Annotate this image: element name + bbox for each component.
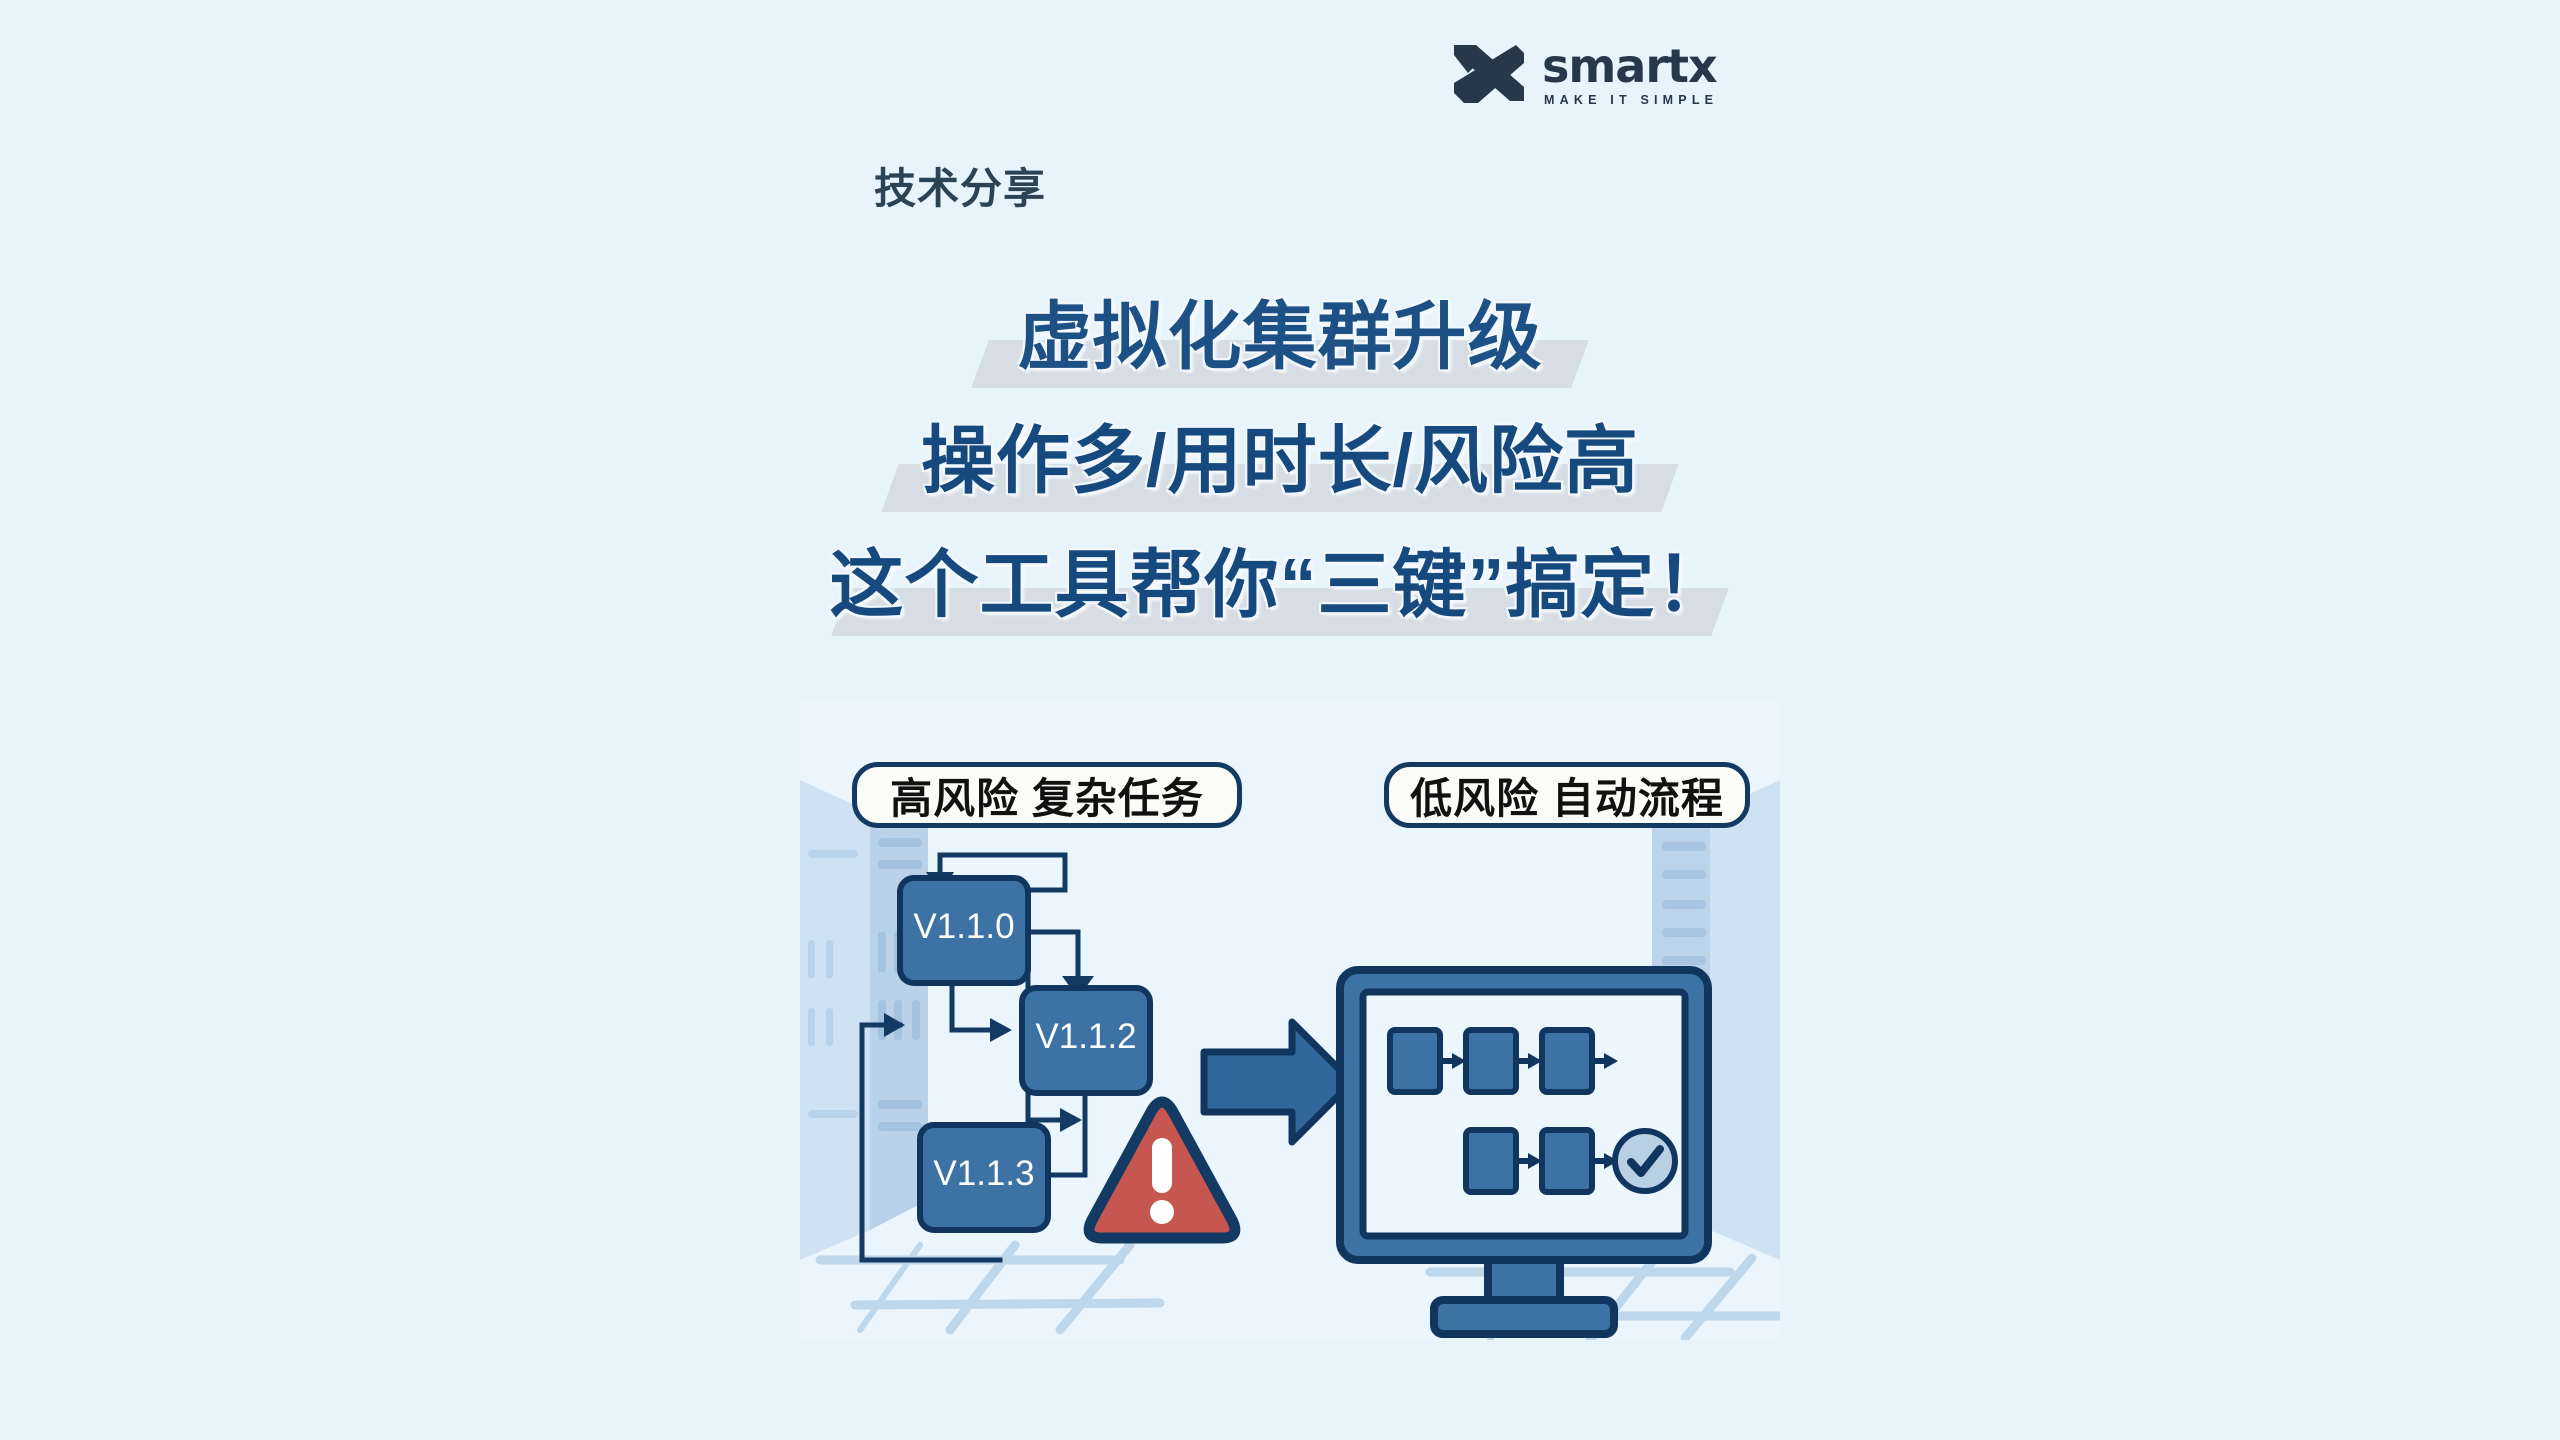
smartx-x-mark-icon bbox=[1452, 43, 1526, 110]
pipeline-row-bottom bbox=[1463, 1127, 1678, 1195]
version-node-v110: V1.1.0 bbox=[897, 875, 1031, 986]
headline-line-3: 这个工具帮你“三键”搞定！ bbox=[0, 516, 2560, 640]
brand-wordmark: smartx bbox=[1542, 39, 1718, 94]
version-node-v113: V1.1.3 bbox=[917, 1122, 1051, 1233]
pipeline-row-top bbox=[1387, 1027, 1618, 1095]
warning-triangle-icon bbox=[1083, 1096, 1241, 1244]
tag-low-risk-label: 低风险 自动流程 bbox=[1410, 774, 1724, 822]
tag-low-risk: 低风险 自动流程 bbox=[1384, 762, 1750, 828]
tag-high-risk-label: 高风险 复杂任务 bbox=[890, 774, 1204, 822]
version-node-label: V1.1.3 bbox=[933, 1154, 1034, 1193]
headline-text-3: 这个工具帮你“三键”搞定！ bbox=[829, 542, 1731, 626]
headline-line-2: 操作多/用时长/风险高 bbox=[0, 392, 2560, 516]
headline-text-1: 虚拟化集群升级 bbox=[1017, 294, 1543, 378]
version-node-v112: V1.1.2 bbox=[1019, 985, 1153, 1096]
brand-tagline: MAKE IT SIMPLE bbox=[1544, 92, 1719, 107]
headline-text-2: 操作多/用时长/风险高 bbox=[920, 418, 1640, 502]
kicker-label: 技术分享 bbox=[874, 165, 1047, 212]
tag-high-risk: 高风险 复杂任务 bbox=[852, 762, 1242, 828]
right-arrow-icon bbox=[1200, 1018, 1356, 1146]
brand-logo: smartx MAKE IT SIMPLE bbox=[1452, 40, 1742, 112]
brand-wordmark-block: smartx MAKE IT SIMPLE bbox=[1542, 39, 1719, 107]
version-node-label: V1.1.2 bbox=[1035, 1017, 1136, 1056]
check-circle-icon bbox=[1612, 1128, 1678, 1194]
headline-line-1: 虚拟化集群升级 bbox=[0, 268, 2560, 392]
version-node-label: V1.1.0 bbox=[913, 907, 1014, 946]
headline-block: 虚拟化集群升级 操作多/用时长/风险高 这个工具帮你“三键”搞定！ bbox=[0, 268, 2560, 640]
